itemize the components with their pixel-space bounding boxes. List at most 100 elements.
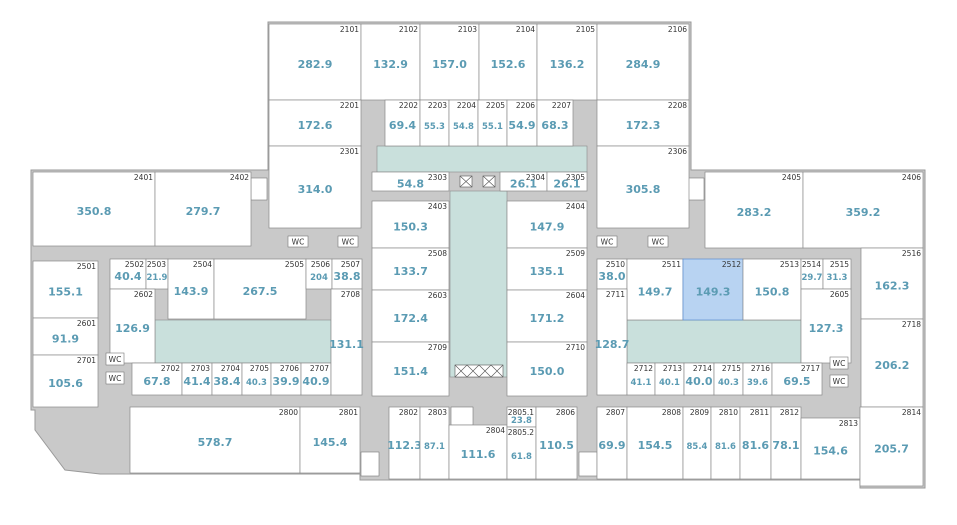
room-shape[interactable] <box>535 406 578 480</box>
room-shape[interactable] <box>305 258 333 290</box>
wc-room[interactable]: WC <box>829 374 849 388</box>
room-shape[interactable] <box>32 354 99 408</box>
room-shape[interactable] <box>448 424 508 480</box>
room-shape[interactable] <box>181 362 213 396</box>
room-shape[interactable] <box>654 362 685 396</box>
room-shape[interactable] <box>478 23 538 101</box>
room-shape[interactable] <box>331 258 363 290</box>
wc-shape[interactable] <box>287 235 309 248</box>
wc-shape[interactable] <box>596 235 618 248</box>
room-shape[interactable] <box>596 23 690 101</box>
room-shape[interactable] <box>419 99 450 147</box>
room-shape[interactable] <box>268 145 362 229</box>
room-shape[interactable] <box>739 406 772 480</box>
room-shape[interactable] <box>129 406 301 474</box>
room-shape[interactable] <box>371 200 450 249</box>
room-shape[interactable] <box>213 258 307 320</box>
wc-shape[interactable] <box>647 235 669 248</box>
wc-shape[interactable] <box>829 356 849 370</box>
wc-room[interactable]: WC <box>337 235 359 248</box>
room-shape[interactable] <box>506 200 588 249</box>
wc-shape[interactable] <box>829 374 849 388</box>
room-shape[interactable] <box>683 362 715 396</box>
room-shape[interactable] <box>546 171 588 192</box>
room-shape[interactable] <box>682 406 712 480</box>
room-shape[interactable] <box>371 171 450 192</box>
room-shape[interactable] <box>596 258 628 290</box>
room-shape[interactable] <box>360 23 421 101</box>
room-shape[interactable] <box>859 406 924 487</box>
room-shape[interactable] <box>371 247 450 291</box>
wc-room[interactable]: WC <box>596 235 618 248</box>
wc-shape[interactable] <box>105 352 125 366</box>
room-shape[interactable] <box>596 145 690 229</box>
room-shape[interactable] <box>536 99 574 147</box>
room-shape[interactable] <box>770 406 802 480</box>
room-shape[interactable] <box>860 318 924 408</box>
room-shape[interactable] <box>596 99 690 147</box>
wc-room[interactable]: WC <box>647 235 669 248</box>
room-shape[interactable] <box>241 362 272 396</box>
room-shape[interactable] <box>800 417 861 480</box>
wc-room[interactable]: WC <box>105 371 125 385</box>
room-shape[interactable] <box>299 406 361 474</box>
room-2805.2[interactable]: 2805.261.8 <box>506 426 537 480</box>
room-shape[interactable] <box>800 288 852 364</box>
room-shape[interactable] <box>384 99 421 147</box>
wc-room[interactable]: WC <box>829 356 849 370</box>
room-shape[interactable] <box>771 362 823 396</box>
room-shape[interactable] <box>270 362 302 396</box>
room-shape[interactable] <box>506 99 538 147</box>
